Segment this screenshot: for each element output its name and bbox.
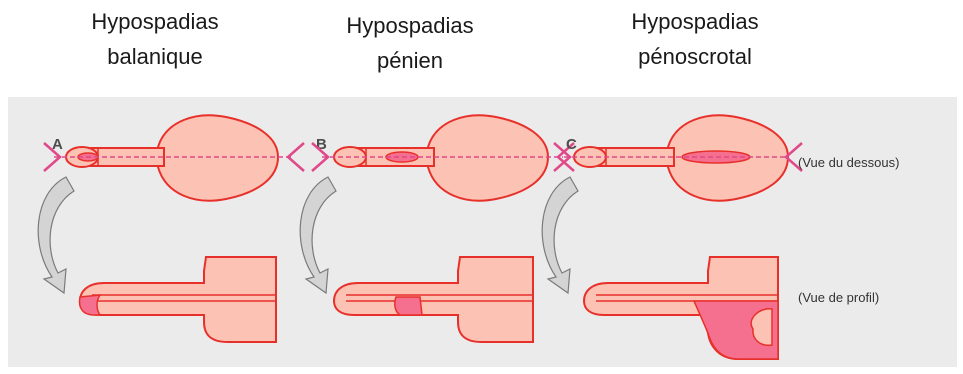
side-view-a — [80, 257, 276, 342]
caption-penien-line2: pénien — [325, 43, 495, 78]
caption-penoscrotal-line1: Hypospadias — [605, 4, 785, 39]
hypospadias-diagram: A B — [8, 97, 957, 367]
column-c: C — [542, 115, 802, 359]
label-side-view: (Vue de profil) — [798, 290, 879, 305]
caption-penien-line1: Hypospadias — [325, 8, 495, 43]
caption-penoscrotal: Hypospadias pénoscrotal — [605, 4, 785, 74]
top-view-b — [312, 115, 574, 200]
curved-arrow-c — [542, 177, 578, 293]
meatus-side-b — [395, 297, 422, 315]
letter-c: C — [566, 136, 577, 153]
caption-balanique-line2: balanique — [70, 39, 240, 74]
caption-penoscrotal-line2: pénoscrotal — [605, 39, 785, 74]
diagram-panel: A B — [8, 97, 957, 367]
top-view-c — [554, 115, 802, 200]
meatus-side-a — [80, 295, 100, 315]
caption-balanique: Hypospadias balanique — [70, 4, 240, 74]
column-b: B — [300, 115, 574, 342]
curved-arrow-b — [300, 177, 336, 293]
label-bottom-view: (Vue du dessous) — [798, 155, 899, 170]
side-view-b — [334, 257, 533, 342]
side-view-c — [584, 257, 778, 359]
column-a: A — [38, 115, 304, 342]
caption-penien: Hypospadias pénien — [325, 8, 495, 78]
top-view-a — [44, 115, 304, 200]
curved-arrow-a — [38, 177, 74, 293]
caption-balanique-line1: Hypospadias — [70, 4, 240, 39]
